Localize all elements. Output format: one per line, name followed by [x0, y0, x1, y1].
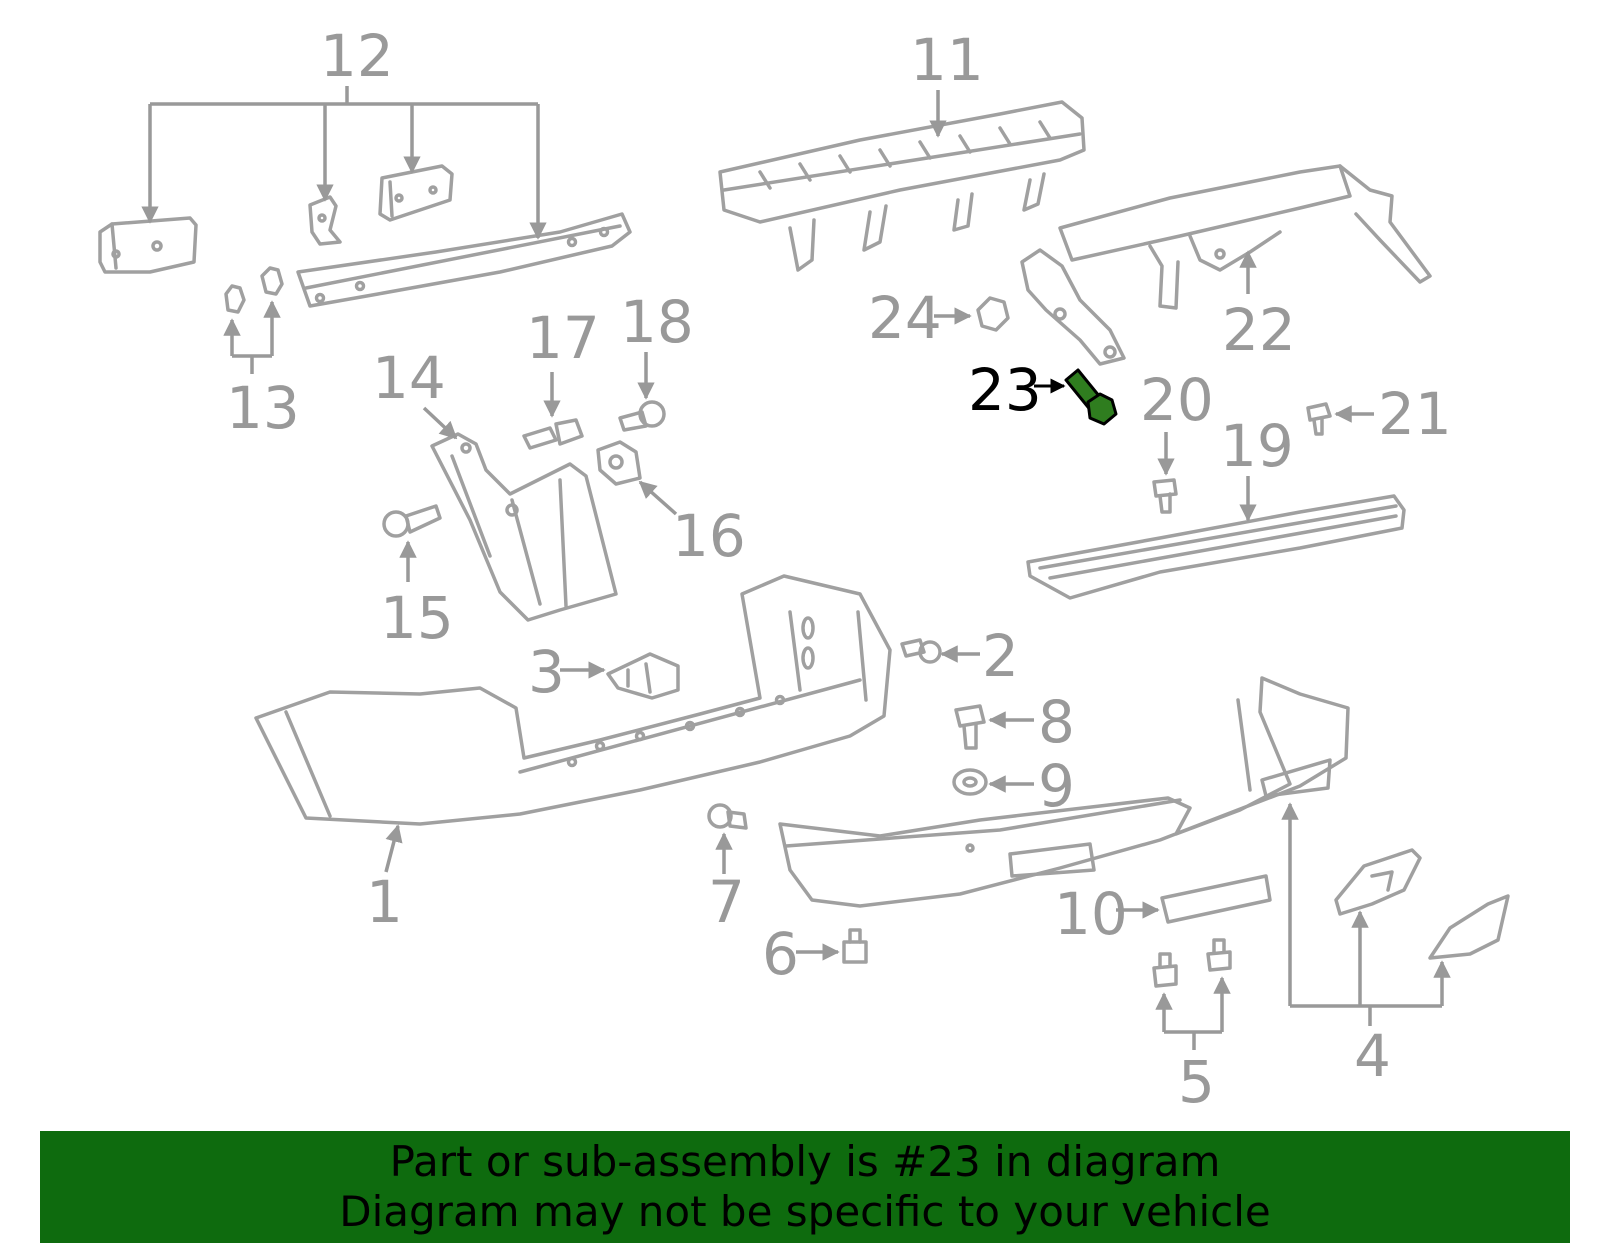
part-22-reinforcement[interactable]	[1020, 164, 1432, 366]
svg-text:11: 11	[910, 26, 984, 94]
part-10-reflector[interactable]	[1160, 874, 1272, 924]
svg-text:20: 20	[1140, 366, 1214, 434]
part-18-clip[interactable]	[618, 400, 666, 432]
part-17-clip[interactable]	[522, 418, 584, 450]
callout-23: 23	[968, 356, 1066, 424]
callout-22: 22	[1222, 250, 1296, 364]
callout-12: 12	[141, 22, 547, 240]
part-9-washer[interactable]	[952, 768, 988, 796]
part-13-nuts[interactable]	[224, 266, 284, 314]
callout-8: 8	[988, 688, 1075, 756]
svg-text:22: 22	[1222, 296, 1296, 364]
banner-line-disclaimer: Diagram may not be specific to your vehi…	[339, 1187, 1271, 1236]
svg-text:6: 6	[762, 920, 799, 988]
part-1-bumper-cover[interactable]	[254, 574, 892, 826]
part-11-energy-absorber[interactable]	[718, 100, 1086, 272]
svg-text:16: 16	[672, 502, 746, 570]
svg-text:12: 12	[320, 22, 394, 90]
callout-3: 3	[528, 638, 606, 706]
callout-21: 21	[1334, 380, 1452, 448]
svg-text:19: 19	[1220, 412, 1294, 480]
part-12-bracket-mid[interactable]	[378, 164, 454, 222]
callout-11: 11	[910, 26, 984, 138]
part-14-side-bracket[interactable]	[430, 432, 618, 622]
part-19-step-pad[interactable]	[1026, 494, 1406, 600]
callout-10: 10	[1054, 880, 1160, 948]
part-15-push-clip[interactable]	[382, 504, 442, 538]
svg-text:7: 7	[708, 868, 745, 936]
callout-5: 5	[1155, 976, 1231, 1116]
part-5-screws[interactable]	[1152, 938, 1232, 988]
callout-19: 19	[1220, 412, 1294, 522]
callout-1: 1	[366, 824, 403, 936]
part-12-reinforcement-bar[interactable]	[296, 212, 632, 308]
info-banner: Part or sub-assembly is #23 in diagram D…	[40, 1131, 1570, 1243]
svg-text:5: 5	[1178, 1048, 1215, 1116]
callout-20: 20	[1140, 366, 1214, 476]
part-12-bracket-left[interactable]	[98, 216, 198, 274]
part-4-step-bumper[interactable]	[778, 676, 1350, 908]
callout-15: 15	[380, 540, 454, 652]
part-16-retainer[interactable]	[596, 440, 642, 486]
part-6-screw[interactable]	[842, 928, 868, 964]
part-20-screw[interactable]	[1152, 478, 1178, 514]
callout-17: 17	[526, 304, 600, 418]
callout-24: 24	[868, 284, 972, 352]
svg-text:2: 2	[982, 622, 1019, 690]
callout-4: 4	[1281, 802, 1451, 1090]
callout-13: 13	[223, 300, 300, 442]
svg-text:18: 18	[620, 288, 694, 356]
svg-text:23: 23	[968, 356, 1042, 424]
banner-line-part: Part or sub-assembly is #23 in diagram	[389, 1137, 1221, 1186]
part-21-screw[interactable]	[1306, 402, 1332, 436]
svg-text:15: 15	[380, 584, 454, 652]
callout-16: 16	[638, 480, 746, 570]
callout-2: 2	[940, 622, 1019, 690]
part-7-clip[interactable]	[707, 803, 748, 830]
svg-text:24: 24	[868, 284, 942, 352]
part-23-bolt-highlighted[interactable]	[1064, 368, 1118, 426]
part-4-pad-right[interactable]	[1428, 894, 1510, 960]
part-3-bracket[interactable]	[606, 652, 680, 700]
part-4-pad-mid[interactable]	[1334, 848, 1422, 916]
svg-text:17: 17	[526, 304, 600, 372]
callout-7: 7	[708, 832, 745, 936]
svg-text:4: 4	[1354, 1022, 1391, 1090]
callout-18: 18	[620, 288, 694, 400]
svg-text:3: 3	[528, 638, 565, 706]
svg-text:14: 14	[372, 344, 446, 412]
svg-text:21: 21	[1378, 380, 1452, 448]
svg-text:13: 13	[226, 374, 300, 442]
part-24-nut[interactable]	[976, 296, 1010, 332]
svg-text:10: 10	[1054, 880, 1128, 948]
callout-14: 14	[372, 344, 458, 440]
part-8-bolt[interactable]	[954, 704, 986, 750]
svg-text:1: 1	[366, 868, 403, 936]
callout-6: 6	[762, 920, 840, 988]
part-2-clip[interactable]	[900, 638, 942, 664]
part-12-bracket-small[interactable]	[308, 195, 342, 246]
svg-text:8: 8	[1038, 688, 1075, 756]
